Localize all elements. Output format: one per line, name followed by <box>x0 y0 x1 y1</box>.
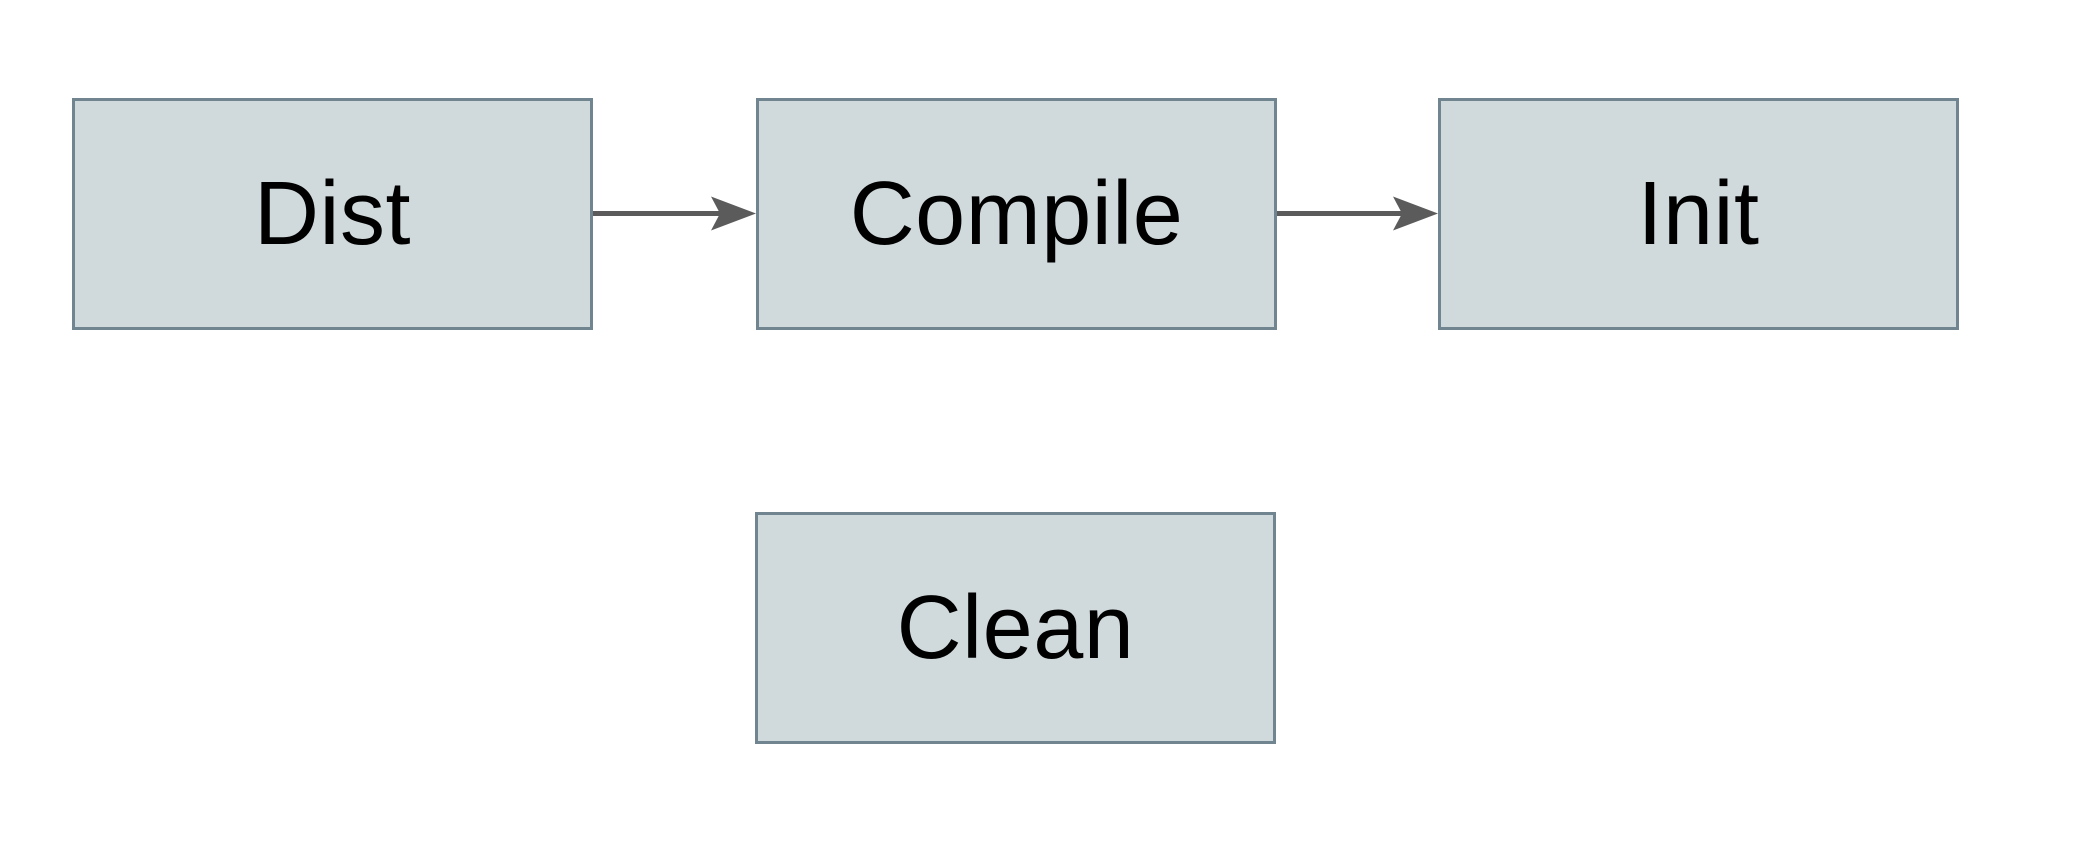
node-compile: Compile <box>756 98 1277 330</box>
node-dist: Dist <box>72 98 593 330</box>
arrowhead-icon <box>1393 196 1438 231</box>
arrow-dist-to-compile <box>593 196 756 231</box>
node-init: Init <box>1438 98 1959 330</box>
node-init-label: Init <box>1637 164 1760 264</box>
node-clean: Clean <box>755 512 1276 744</box>
arrow-compile-to-init <box>1277 196 1438 231</box>
node-clean-label: Clean <box>896 578 1135 678</box>
node-compile-label: Compile <box>849 164 1184 264</box>
node-dist-label: Dist <box>254 164 411 264</box>
arrowhead-icon <box>711 196 756 231</box>
